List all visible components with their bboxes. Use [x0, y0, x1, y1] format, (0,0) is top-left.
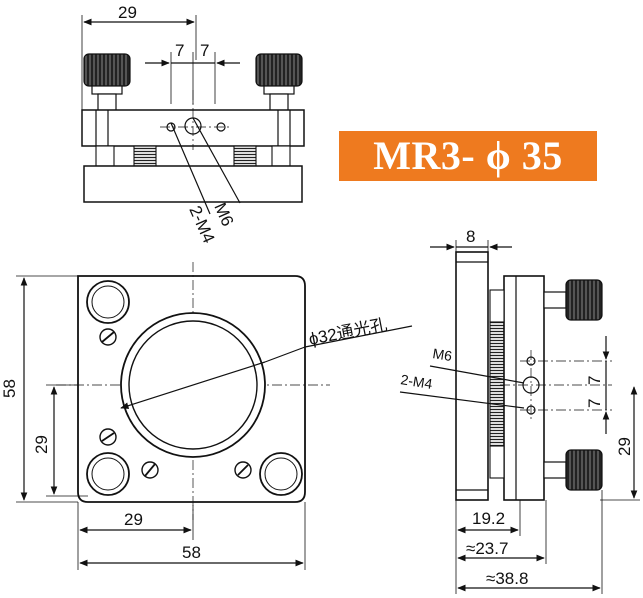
- side-lower-knob: [543, 449, 603, 491]
- side-adj-height-dimension: 29: [600, 386, 640, 501]
- top-view: 29 7 7: [81, 3, 305, 246]
- side-offset-dimension: 7 7: [585, 336, 610, 434]
- front-adj-width-dimension: 29: [77, 502, 194, 570]
- side-offset-top-label: 7: [585, 376, 604, 385]
- front-adj-height-dimension: 29: [32, 384, 88, 497]
- side-view: 8 7: [400, 227, 640, 594]
- side-m6-leader: [429, 365, 525, 384]
- front-width-label: 58: [182, 543, 201, 562]
- top-lower-plate: [83, 165, 303, 203]
- side-thickness-label: 8: [466, 227, 475, 246]
- top-springs: [95, 145, 291, 167]
- model-title-badge: MR3- ϕ 35: [339, 131, 597, 181]
- front-knob-bottom-right: [259, 452, 303, 496]
- front-adj-width-label: 29: [124, 510, 143, 529]
- top-right-knob: [255, 53, 303, 113]
- front-knob-top-left: [86, 280, 130, 324]
- side-upper-knob: [543, 279, 603, 321]
- front-screws: [99, 328, 252, 479]
- front-height-dimension: 58: [0, 275, 78, 503]
- top-offset-left-label: 7: [175, 41, 184, 60]
- aperture-label: ϕ32通光孔: [307, 315, 389, 349]
- aperture-dim-line: [120, 361, 266, 409]
- top-thread-main-label: M6: [210, 200, 237, 229]
- top-m6-leader: [192, 117, 241, 204]
- top-width-dimension: 29: [81, 3, 197, 112]
- side-offset-bottom-label: 7: [585, 399, 604, 408]
- side-thread-pair-label: 2-M4: [400, 371, 434, 392]
- top-upper-body: [81, 90, 305, 150]
- side-thread-main-label: M6: [432, 345, 454, 364]
- top-left-knob: [83, 53, 131, 113]
- side-depth-1-label: 19.2: [472, 509, 505, 528]
- front-width-dimension: 58: [79, 502, 306, 570]
- front-view: ϕ32通光孔 58 29 29 58: [0, 262, 413, 570]
- top-width-label: 29: [118, 3, 137, 22]
- top-m4-leader: [170, 122, 211, 215]
- side-depth-2-label: ≈23.7: [466, 539, 508, 558]
- side-m4-leader: [399, 391, 525, 409]
- side-depth-3-label: ≈38.8: [486, 569, 528, 588]
- side-depth-dimensions: 19.2 ≈23.7 ≈38.8: [455, 490, 603, 594]
- side-adj-height-label: 29: [615, 437, 634, 456]
- top-offset-right-label: 7: [200, 41, 209, 60]
- side-thickness-dimension: 8: [430, 227, 512, 262]
- front-knob-bottom-left: [86, 452, 130, 496]
- front-adj-height-label: 29: [32, 435, 51, 454]
- top-offset-dimension: 7 7: [145, 41, 240, 104]
- side-thread-strip: [489, 321, 505, 447]
- front-height-label: 58: [0, 379, 19, 398]
